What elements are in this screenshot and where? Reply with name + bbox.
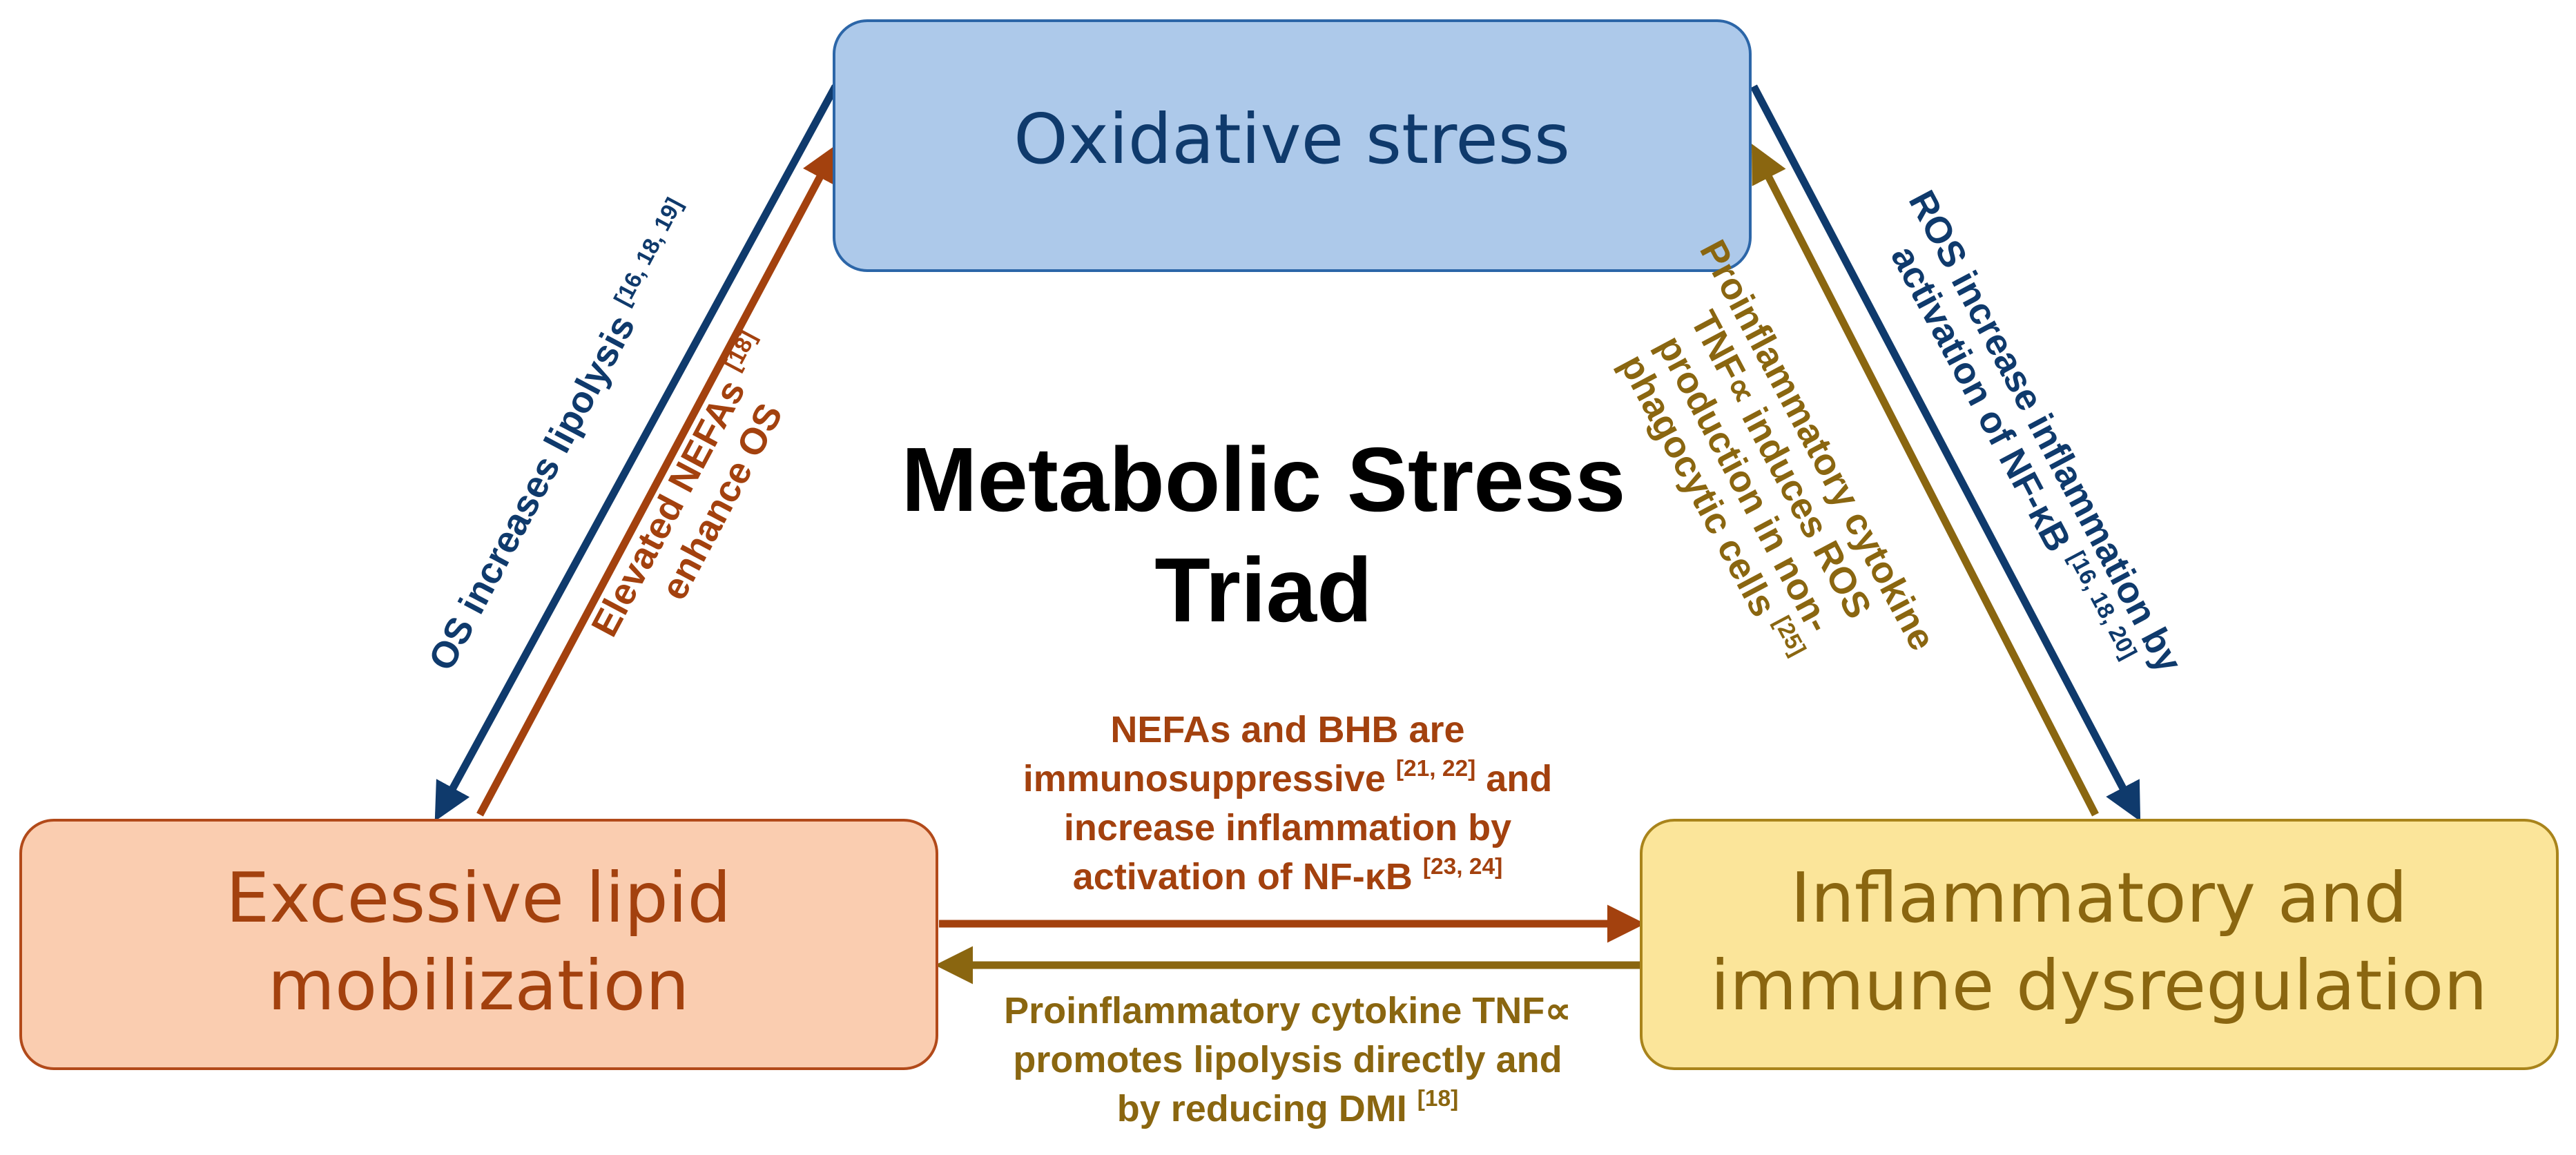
label-nefa-bhb: NEFAs and BHB are immunosuppressive [21,…	[1023, 709, 1553, 897]
svg-text:OS increases lipolysis [: OS increases lipolysis [16, 18, 19]	[419, 194, 704, 677]
label-os-lipolysis: OS increases lipolysis [16, 18, 19]	[419, 194, 704, 677]
node-lipid-line1: Excessive lipid	[226, 857, 731, 938]
tnf-lipolysis-line2: promotes lipolysis directly and	[1013, 1039, 1562, 1080]
svg-text:immunosuppressive [21, 2: immunosuppressive [21, 22] and	[1023, 743, 1553, 799]
tnf-lipolysis-ref: [18]	[1417, 1086, 1459, 1112]
title-line2: Triad	[1154, 539, 1372, 641]
nefa-bhb-line4a: activation of NF-κB	[1073, 856, 1413, 897]
tnf-lipolysis-line3: by reducing DMI	[1117, 1088, 1407, 1129]
arrow-lipid-to-os	[476, 144, 838, 817]
nefa-bhb-line1: NEFAs and BHB are	[1110, 709, 1464, 750]
tnf-lipolysis-line1: Proinflammatory cytokine TNF∝	[1004, 990, 1571, 1031]
arrow-inflammatory-to-os	[1751, 144, 2099, 817]
node-lipid-line2: mobilization	[268, 945, 690, 1026]
nefa-bhb-ref1: [21, 22]	[1396, 756, 1475, 782]
node-oxidative-label: Oxidative stress	[1014, 99, 1570, 179]
node-inflammatory-line1: Inflammatory and	[1790, 857, 2408, 938]
nefa-bhb-ref2: [23, 24]	[1423, 854, 1502, 880]
nefa-os-ref: [18]	[720, 327, 762, 375]
os-lipolysis-ref: [16, 18, 19]	[610, 194, 688, 311]
ros-line1: ROS increase inflammation by	[1901, 184, 2190, 679]
node-inflammatory-dysregulation: Inflammatory and immune dysregulation	[1640, 819, 2559, 1070]
svg-text:by reducing DMI [18]: by reducing DMI [18]	[1117, 1086, 1459, 1129]
node-inflammatory-line2: immune dysregulation	[1710, 945, 2487, 1026]
node-oxidative-stress: Oxidative stress	[833, 19, 1752, 272]
node-lipid-mobilization: Excessive lipid mobilization	[19, 819, 938, 1070]
diagram-title: Metabolic Stress Triad	[901, 429, 1625, 641]
label-tnf-lipolysis: Proinflammatory cytokine TNF∝ promotes l…	[1004, 990, 1571, 1129]
nefa-bhb-line2b: and	[1486, 758, 1552, 799]
nefa-bhb-line3: increase inflammation by	[1064, 807, 1511, 848]
arrow-os-to-inflammatory	[1750, 84, 2141, 822]
label-tnf-ros: Proinflammatory cytokine TNF∝ induces RO…	[1582, 233, 1948, 724]
arrow-os-to-lipid	[434, 84, 839, 822]
svg-text:activation of NF-κB [23,: activation of NF-κB [23, 24]	[1073, 854, 1502, 897]
nefa-bhb-line2a: immunosuppressive	[1023, 758, 1386, 799]
svg-text:Proinflammatory cytokine: Proinflammatory cytokine TNF∝ induces RO…	[1582, 233, 1948, 724]
title-line1: Metabolic Stress	[901, 429, 1625, 530]
